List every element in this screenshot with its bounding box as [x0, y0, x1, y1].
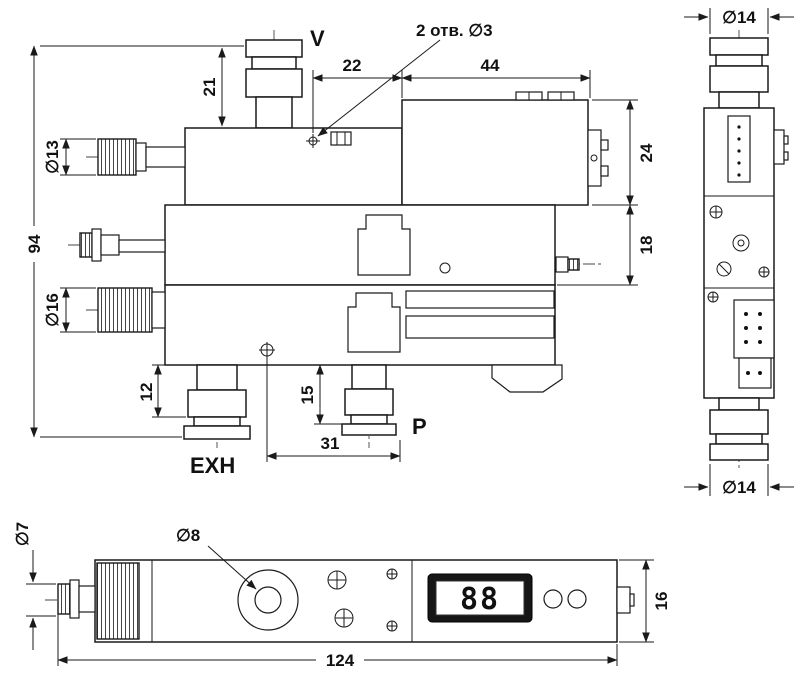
- dim-22: 22: [312, 56, 403, 133]
- dim-124: 124: [57, 614, 618, 670]
- dim-dia7: ∅7: [13, 522, 56, 650]
- dim-94-label: 94: [25, 234, 44, 253]
- dim-dia14-bottom-label: ∅14: [722, 478, 756, 497]
- side-bottom-fitting: [709, 397, 769, 461]
- dim-44-label: 44: [481, 56, 500, 75]
- bottom-body: [94, 559, 618, 643]
- dim-dia16: ∅16: [43, 287, 96, 333]
- vacuum-hole: [237, 569, 299, 631]
- dim-dia8-label: ∅8: [176, 526, 200, 545]
- dim-dia7-label: ∅7: [13, 522, 32, 546]
- dim-12: 12: [137, 364, 186, 418]
- v-port-fitting: [245, 39, 303, 129]
- front-view: V P EXH 94 21 ∅13 ∅16 22 44 2 отв. ∅3: [25, 21, 656, 478]
- dim-15-label: 15: [298, 386, 317, 405]
- dim-16: 16: [619, 559, 671, 643]
- dim-21: 21: [200, 47, 226, 127]
- dim-18: 18: [557, 204, 656, 286]
- middle-body: [164, 204, 580, 286]
- dim-44: 44: [401, 56, 591, 98]
- side-top-fitting: [709, 37, 769, 109]
- port-p-label: P: [412, 414, 427, 439]
- port-v-label: V: [310, 26, 325, 51]
- note-two-holes-label: 2 отв. ∅3: [416, 21, 493, 40]
- upper-adjust-knob: [97, 138, 186, 176]
- upper-body: [184, 127, 403, 206]
- dim-22-label: 22: [343, 56, 362, 75]
- note-two-holes: 2 отв. ∅3: [317, 21, 493, 137]
- pressure-display-module: 88: [427, 573, 587, 623]
- lower-adjust-knob: [97, 287, 166, 333]
- dim-24-label: 24: [637, 143, 656, 162]
- middle-barb-fitting: [79, 228, 166, 262]
- side-body: [703, 107, 789, 399]
- bottom-barb-fitting: [57, 579, 96, 619]
- dim-dia13: ∅13: [43, 138, 96, 176]
- bottom-view: 88 ∅7 ∅8 16 124: [13, 522, 671, 670]
- exh-port-fitting: [183, 364, 251, 440]
- dim-dia16-label: ∅16: [43, 293, 62, 327]
- display-readout: 88: [460, 582, 500, 617]
- dim-21-label: 21: [200, 78, 219, 97]
- dim-dia8: ∅8: [176, 526, 257, 590]
- dim-12-label: 12: [137, 383, 156, 402]
- dim-31-label: 31: [321, 434, 340, 453]
- dim-18-label: 18: [637, 236, 656, 255]
- right-module: [401, 91, 609, 206]
- right-tab-connector: [616, 586, 635, 614]
- dim-15: 15: [298, 364, 342, 425]
- port-exh-label: EXH: [190, 453, 235, 478]
- dim-dia14-top-label: ∅14: [722, 8, 756, 27]
- mounting-screws: [327, 568, 398, 632]
- dim-dia13-label: ∅13: [43, 140, 62, 174]
- dim-dia14-top: ∅14: [684, 8, 794, 34]
- dim-94: 94: [25, 45, 244, 438]
- dim-31: 31: [266, 358, 401, 462]
- p-port-fitting: [341, 364, 397, 436]
- lower-body: [164, 284, 563, 393]
- dim-16-label: 16: [652, 592, 671, 611]
- side-view: ∅14 ∅14: [684, 8, 794, 497]
- dim-dia14-bottom: ∅14: [684, 464, 794, 497]
- dim-124-label: 124: [326, 651, 355, 670]
